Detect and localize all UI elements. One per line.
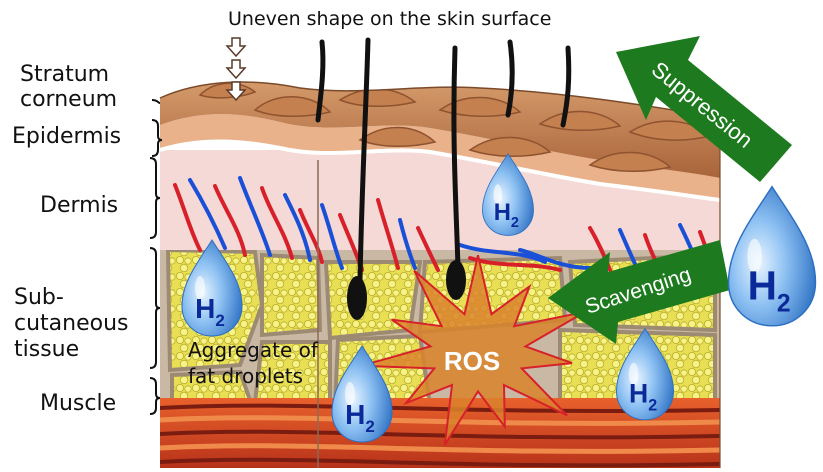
ros-label: ROS xyxy=(444,346,500,376)
aggregate-label-line1: Aggregate of xyxy=(188,340,318,360)
muscle-label: Muscle xyxy=(40,393,116,415)
sub-label: Sub- xyxy=(14,287,64,309)
hair-follicle xyxy=(347,276,367,320)
cutaneous-label: cutaneous xyxy=(14,313,129,335)
stratum-label: Stratum xyxy=(20,64,109,86)
dermis-label: Dermis xyxy=(40,195,118,217)
tissue-label: tissue xyxy=(14,339,79,361)
hydrogen-drop: H2 xyxy=(729,187,816,326)
down-arrows xyxy=(227,38,245,100)
corneum-label: corneum xyxy=(20,89,117,111)
epidermis-label: Epidermis xyxy=(12,126,121,148)
hair-follicle xyxy=(446,260,466,300)
surface-caption: Uneven shape on the skin surface xyxy=(228,10,551,29)
aggregate-label-line2: fat droplets xyxy=(188,366,303,386)
